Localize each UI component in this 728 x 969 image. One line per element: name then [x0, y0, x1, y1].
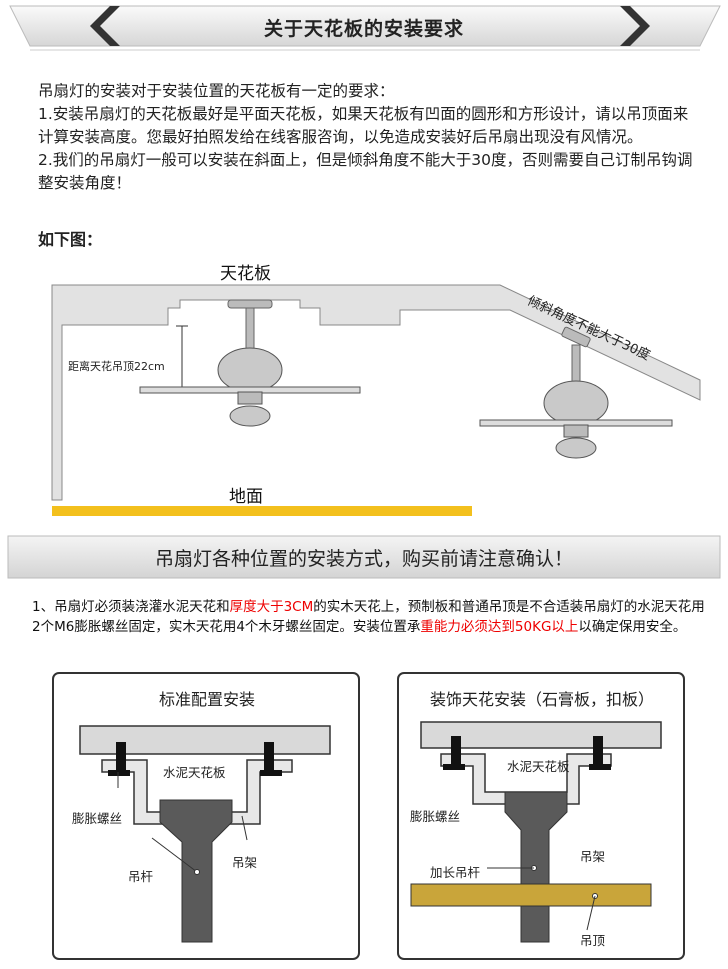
concrete-label-right: 水泥天花板 — [507, 759, 570, 774]
floor-bar — [52, 506, 472, 516]
section-title: 吊扇灯各种位置的安装方式，购买前请注意确认！ — [154, 548, 573, 570]
ceiling-fan-flat — [139, 299, 361, 427]
standard-install-diagram — [52, 672, 360, 960]
floor-label: 地面 — [229, 487, 263, 507]
expansion-bolt-left — [451, 736, 461, 764]
bracket-label-left: 吊架 — [232, 855, 258, 870]
ceiling-shape — [51, 284, 701, 501]
standard-install-title: 标准配置安装 — [158, 690, 255, 709]
decorative-install-title: 装饰天花安装（石膏板，扣板） — [429, 690, 654, 709]
concrete-label-left: 水泥天花板 — [163, 765, 226, 780]
ceiling-figure — [51, 284, 701, 516]
note-highlight-load: 重能力必须达到50KG以上 — [420, 618, 579, 635]
ceiling-label: 天花板 — [220, 264, 271, 284]
installation-note: 1、吊扇灯必须装浇灌水泥天花和厚度大于3CM的实木天花上，预制板和普通吊顶是不合… — [32, 598, 712, 637]
intro-point-2: 2.我们的吊扇灯一般可以安装在斜面上，但是倾斜角度不能大于30度，否则需要自己订… — [38, 151, 693, 192]
expansion-bolt-right — [264, 742, 274, 770]
bolt-label-left: 膨胀螺丝 — [72, 811, 123, 826]
note-text-1: 1、吊扇灯必须装浇灌水泥天花和 — [32, 599, 230, 615]
intro-lead: 吊扇灯的安装对于安装位置的天花板有一定的要求： — [38, 82, 395, 100]
note-highlight-thickness: 厚度大于3CM — [229, 599, 314, 615]
expansion-bolt-right — [593, 736, 603, 764]
false-ceiling-label: 吊顶 — [580, 933, 606, 948]
rod-label-left: 吊杆 — [128, 869, 154, 884]
note-text-3: 以确定保用安全。 — [578, 618, 687, 635]
bolt-label-right: 膨胀螺丝 — [410, 809, 461, 824]
page-title: 关于天花板的安装要求 — [263, 18, 464, 40]
bracket-label-right: 吊架 — [580, 849, 606, 864]
header-banner — [0, 0, 728, 62]
intro-point-1: 1.安装吊扇灯的天花板最好是平面天花板，如果天花板有凹面的圆形和方形设计，请以吊… — [38, 105, 689, 146]
section-banner — [7, 535, 721, 579]
distance-label: 距离天花吊顶22cm — [68, 360, 165, 373]
decorative-ceiling-install-diagram — [397, 672, 685, 960]
expansion-bolt-left — [116, 742, 126, 770]
intro-text: 吊扇灯的安装对于安装位置的天花板有一定的要求： 1.安装吊扇灯的天花板最好是平面… — [38, 80, 698, 195]
false-ceiling — [410, 883, 652, 907]
figure-heading: 如下图： — [38, 230, 103, 249]
note-text-2: 的实木天花上，预制板和普通吊顶是不合适装吊扇灯的水泥天花用2个M6膨胀螺丝固定，… — [32, 599, 705, 635]
ceiling-fan-sloped — [479, 326, 673, 459]
rod-label-right: 加长吊杆 — [430, 865, 481, 880]
